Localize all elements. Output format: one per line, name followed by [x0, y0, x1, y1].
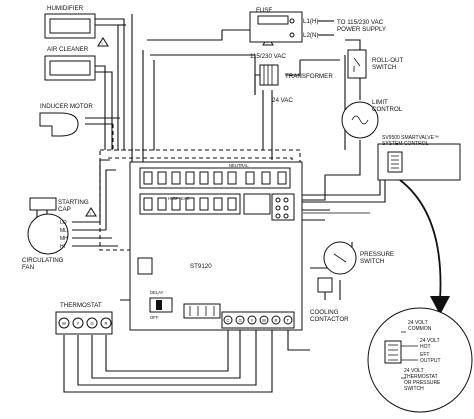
cooling-label-2: CONTACTOR	[310, 316, 349, 323]
detail-24v-hot-1: 24 VOLT	[420, 338, 440, 344]
tstat-r: R	[105, 321, 108, 326]
fan-hi: HI	[60, 244, 65, 250]
detail-24v-common-1: 24 VOLT	[408, 320, 428, 326]
terminal-g: G	[239, 318, 242, 323]
board-terminals-top	[143, 171, 287, 185]
pressure-label-2: SWITCH	[360, 258, 384, 265]
thermostat-terminals	[58, 317, 112, 329]
starting-cap	[29, 197, 57, 211]
rollout-label-2: SWITCH	[372, 64, 396, 71]
detail-eft-1: EFT	[420, 352, 429, 358]
fan-label-2: FAN	[22, 264, 34, 271]
pressure-label-1: PRESSURE	[360, 251, 394, 258]
thermostat-block	[55, 311, 113, 335]
warning-triangle-icon: !	[85, 207, 97, 217]
board-model-label: ST9120	[190, 263, 212, 270]
starting-cap-label-1: STARTING	[58, 199, 89, 206]
detail-thermostat-1: 24 VOLT	[404, 368, 424, 374]
fuse-label: FUSE	[256, 7, 273, 14]
low-voltage-terminals	[223, 315, 293, 325]
fan-ml: ML	[60, 228, 67, 234]
detail-thermostat-3: OR PRESSURE	[404, 380, 441, 386]
smartvalve-connector	[387, 151, 403, 173]
air-cleaner-label: AIR CLEANER	[47, 46, 89, 53]
fan-lo: LO	[60, 220, 67, 226]
rollout-switch	[347, 49, 367, 79]
detail-arrow	[399, 179, 442, 301]
power-supply-label-1: TO 115/230 VAC	[337, 19, 384, 26]
board-connector-low	[183, 303, 221, 319]
connector-detail-circle	[367, 307, 473, 413]
fan-mh: MH	[60, 236, 68, 242]
l1-label: L1(H)	[303, 18, 318, 25]
smartvalve-label-2: SYSTEM CONTROL	[382, 141, 429, 147]
24vac-label: 24 VAC	[272, 97, 293, 104]
limit-label-2: CONTROL	[372, 106, 403, 113]
board-plug	[271, 193, 295, 221]
rollout-label-1: ROLL-OUT	[372, 57, 404, 64]
humidifier-inner	[49, 18, 91, 34]
fan-label-1: CIRCULATING	[22, 257, 64, 264]
tstat-w: W	[62, 321, 66, 326]
tstat-y: Y	[77, 321, 80, 326]
detail-thermostat-2: THERMOSTAT	[404, 374, 438, 380]
cooling-label-1: COOLING	[310, 309, 339, 316]
svg-text:!: !	[102, 41, 103, 46]
transformer-icon	[259, 64, 279, 86]
starting-cap-label-2: CAP	[58, 206, 71, 213]
terminal-c: C	[227, 318, 230, 323]
thermostat-label: THERMOSTAT	[60, 302, 102, 309]
tstat-g: G	[91, 321, 94, 326]
vac-label: 115/230 VAC	[250, 53, 286, 60]
l2-label: L2(N)	[303, 32, 318, 39]
arrow-head-icon	[430, 296, 450, 315]
fuse-element	[257, 15, 289, 25]
off-label: OFF	[150, 315, 159, 320]
cooling-contactor	[317, 277, 333, 293]
delay-label: DELAY	[150, 290, 164, 295]
svg-text:!: !	[90, 211, 91, 216]
air-cleaner-inner	[49, 60, 91, 76]
terminal-y: Y	[251, 318, 254, 323]
power-supply-label-2: POWER SUPPLY	[337, 26, 386, 33]
detail-connector	[384, 340, 402, 364]
detail-thermostat-4: SWITCH	[404, 386, 424, 392]
terminal-w: W	[262, 318, 266, 323]
inducer-motor-icon	[39, 112, 79, 137]
board-relay-block	[243, 193, 271, 215]
terminal-r: R	[275, 318, 278, 323]
detail-24v-common-2: COMMON	[408, 326, 432, 332]
terminal-t: T	[287, 318, 290, 323]
low-voltage-terminal-strip	[221, 311, 295, 329]
board-component	[137, 257, 153, 275]
detail-eft-2: OUTPUT	[420, 358, 441, 364]
smartvalve-label-1: SV9500 SMARTVALVE™	[382, 135, 439, 141]
eac-label: EAC	[181, 196, 190, 201]
inducer-label: INDUCER MOTOR	[40, 103, 93, 110]
warning-triangle-icon: !	[97, 37, 109, 47]
neutral-label: NEUTRAL	[229, 163, 249, 168]
limit-label-1: LIMIT	[372, 99, 388, 106]
circulating-fan	[27, 213, 69, 255]
detail-24v-hot-2: HOT	[420, 344, 431, 350]
humidifier-label: HUMIDIFIER	[47, 5, 84, 12]
hum-label: HUM	[168, 196, 178, 201]
board-terminals-mid	[143, 197, 237, 211]
transformer-label: TRANSFORMER	[285, 73, 333, 80]
